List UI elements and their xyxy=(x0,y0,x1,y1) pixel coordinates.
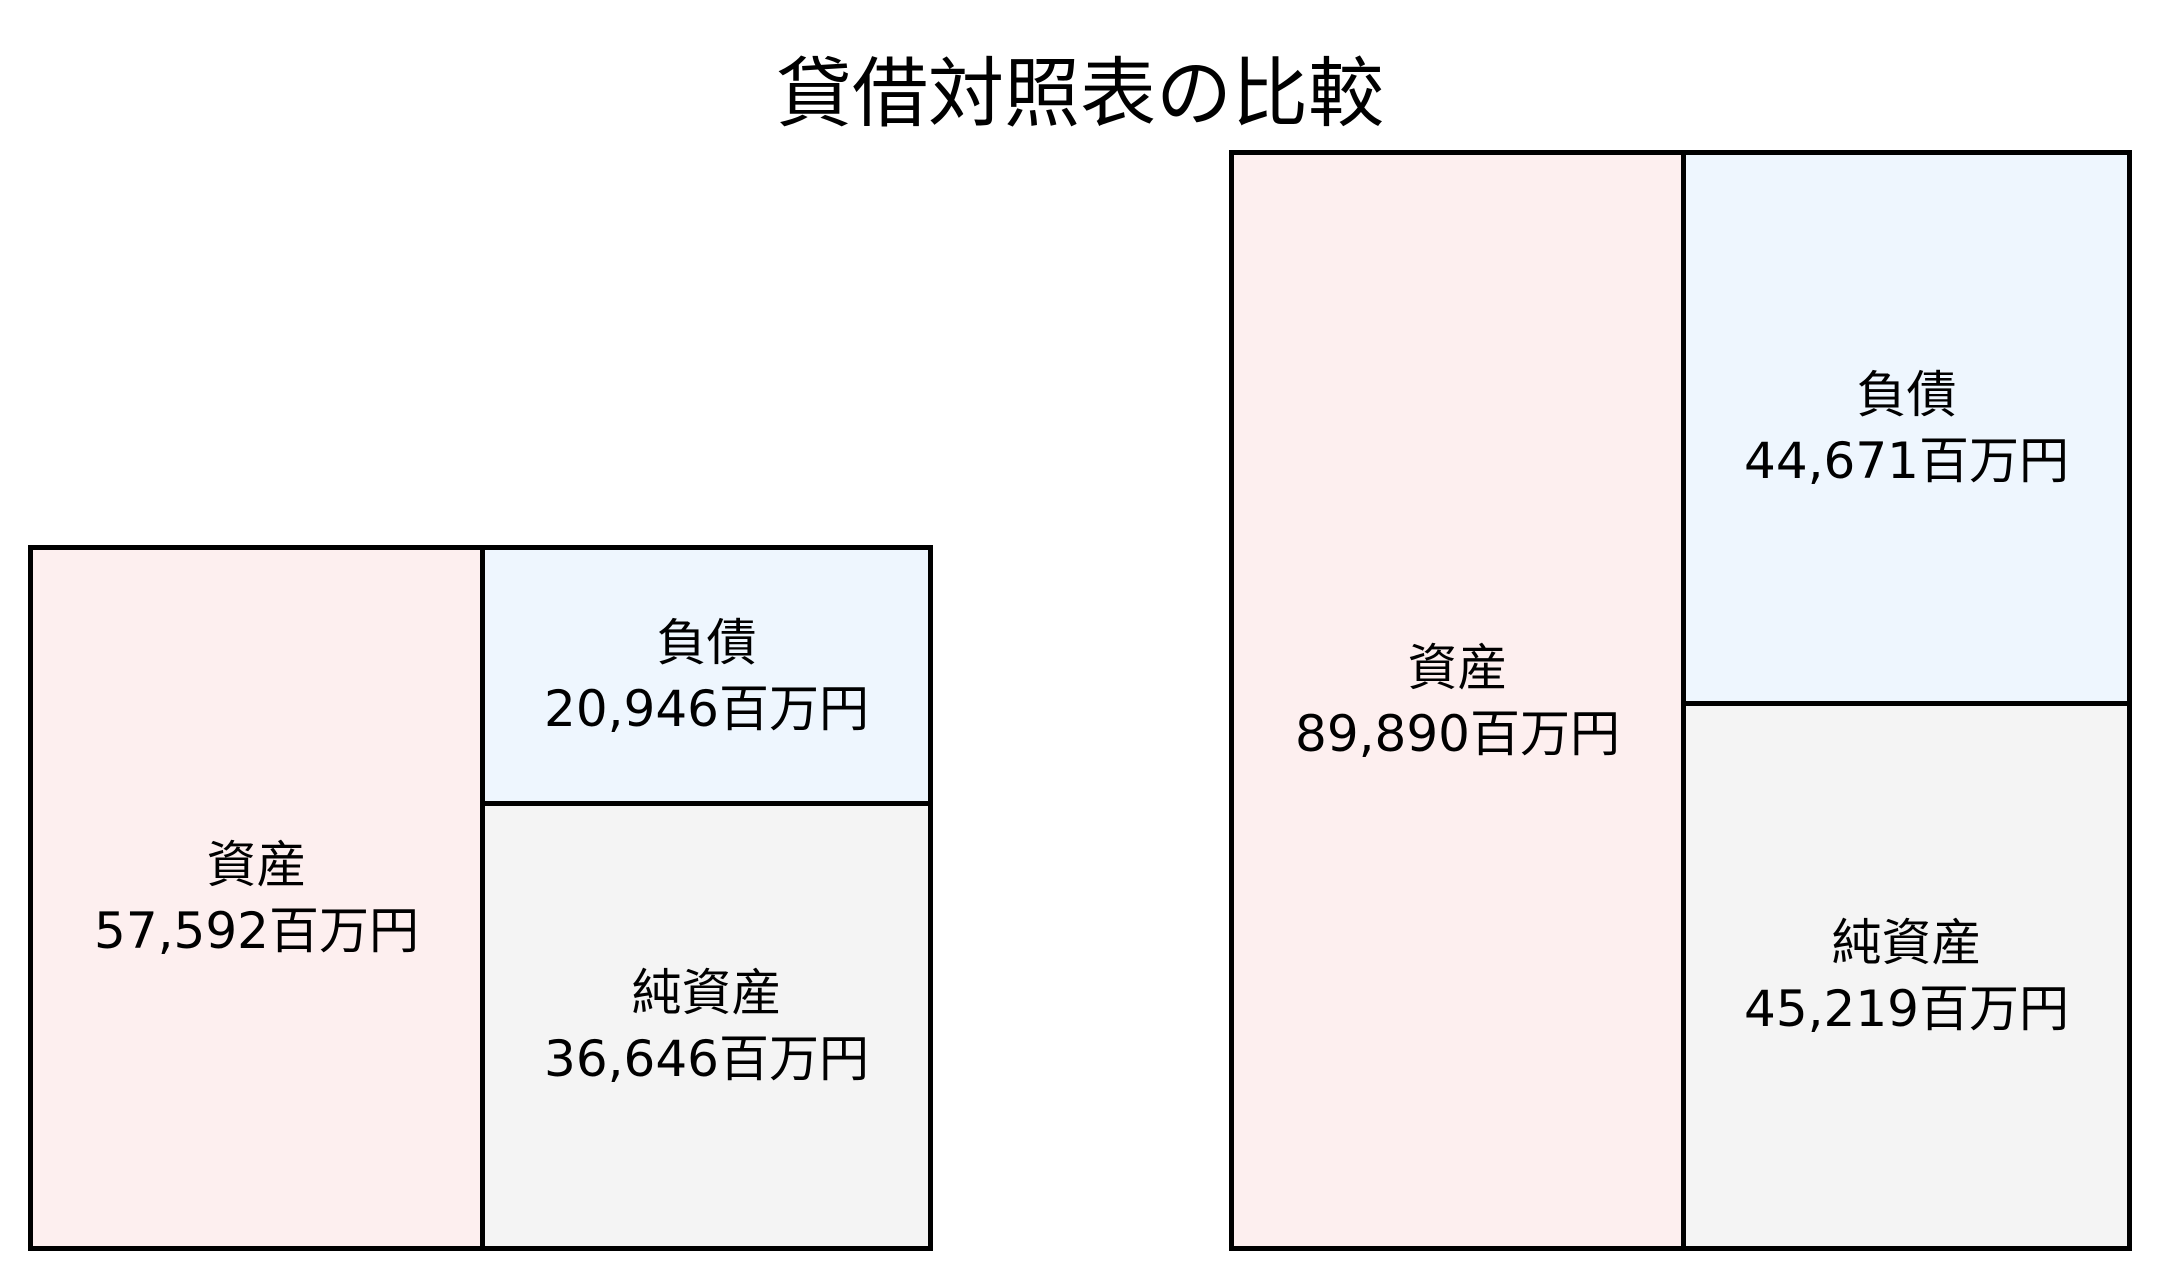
assets-block-left: 資産 57,592百万円 xyxy=(33,550,485,1246)
chart-title: 貸借対照表の比較 xyxy=(776,49,1384,138)
liabilities-value: 44,671百万円 xyxy=(1744,432,2069,490)
assets-value: 57,592百万円 xyxy=(94,902,419,960)
liabilities-value: 20,946百万円 xyxy=(544,679,869,738)
liabilities-label: 負債 xyxy=(656,613,757,672)
net-assets-value: 45,219百万円 xyxy=(1744,980,2069,1038)
liabilities-label: 負債 xyxy=(1856,366,1957,424)
liabilities-block-right: 負債 44,671百万円 xyxy=(1686,155,2127,706)
net-assets-block-left: 純資産 36,646百万円 xyxy=(485,806,928,1246)
net-assets-label: 純資産 xyxy=(1831,914,1982,972)
net-assets-label: 純資産 xyxy=(631,964,782,1022)
assets-value: 89,890百万円 xyxy=(1295,704,1620,763)
net-assets-block-right: 純資産 45,219百万円 xyxy=(1686,706,2127,1246)
assets-label: 資産 xyxy=(1407,638,1508,697)
assets-label: 資産 xyxy=(206,836,307,894)
liabilities-block-left: 負債 20,946百万円 xyxy=(485,550,928,806)
net-assets-value: 36,646百万円 xyxy=(544,1030,869,1088)
balance-sheet-left: 資産 57,592百万円 負債 20,946百万円 純資産 36,646百万円 xyxy=(28,545,933,1251)
assets-block-right: 資産 89,890百万円 xyxy=(1234,155,1686,1246)
balance-sheet-right: 資産 89,890百万円 負債 44,671百万円 純資産 45,219百万円 xyxy=(1229,150,2132,1251)
